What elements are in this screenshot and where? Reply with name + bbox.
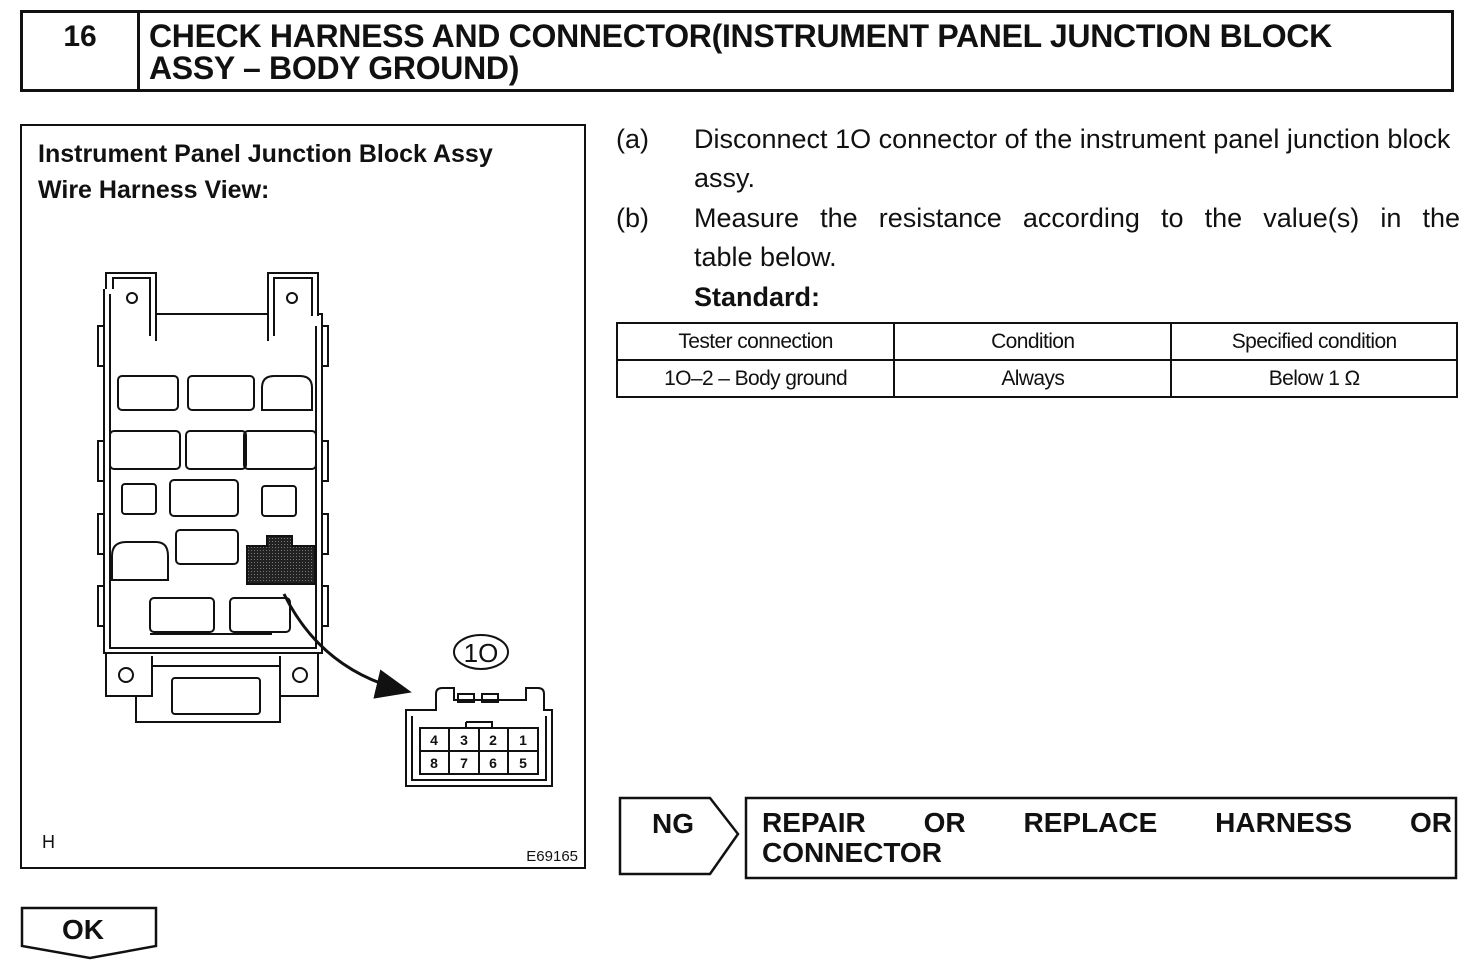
connector-code-bubble [453, 634, 509, 670]
standard-label: Standard: [694, 282, 821, 312]
table-cell: Always [893, 359, 1173, 398]
pin-6: 6 [489, 755, 497, 771]
top-left-tab [105, 272, 157, 341]
block-body-outer [103, 289, 323, 654]
step-title: CHECK HARNESS AND CONNECTOR(INSTRUMENT P… [149, 20, 1439, 84]
pin-4: 4 [430, 732, 438, 748]
table-header-row: Tester connection Condition Specified co… [615, 322, 1458, 361]
connector-1o-location [246, 535, 316, 585]
top-right-tab-hole-icon [286, 292, 298, 304]
step-header: 16 CHECK HARNESS AND CONNECTOR(INSTRUMEN… [20, 10, 1454, 92]
pin-2: 2 [489, 732, 497, 748]
bottom-left-hole-icon [118, 667, 134, 683]
instruction-b-text: Measure the resistance according to the … [694, 199, 1460, 277]
ng-action-line-2: CONNECTOR [762, 837, 942, 868]
instruction-b-line-2: table below. [694, 242, 837, 272]
figure-corner-letter: H [42, 832, 55, 852]
table-header: Condition [893, 322, 1173, 361]
pin-7: 7 [460, 755, 468, 771]
table-row: 1O–2 – Body ground Always Below 1 Ω [615, 359, 1458, 398]
ng-result: NG REPAIR OR REPLACE HARNESS OR CONNECTO… [618, 796, 1458, 880]
arrow-icon [282, 593, 412, 699]
ng-action-line-1: REPAIR OR REPLACE HARNESS OR [762, 807, 1452, 838]
step-number: 16 [23, 13, 140, 89]
pin-3: 3 [460, 732, 468, 748]
ng-label: NG [652, 808, 694, 839]
ok-result: OK [20, 906, 160, 962]
ok-label: OK [62, 914, 104, 945]
top-left-tab-hole-icon [126, 292, 138, 304]
table-cell: 1O–2 – Body ground [615, 359, 896, 398]
instruction-a-text: Disconnect 1O connector of the instrumen… [694, 124, 1451, 193]
bottom-right-hole-icon [292, 667, 308, 683]
ng-frame [618, 796, 1458, 880]
figure-caption-line-2: Wire Harness View: [38, 176, 270, 204]
instruction-b-line-1: Measure the resistance according to the … [694, 203, 1460, 233]
ng-action: REPAIR OR REPLACE HARNESS OR CONNECTOR [762, 808, 1452, 868]
step-title-line-1: CHECK HARNESS AND CONNECTOR(INSTRUMENT P… [149, 18, 1332, 54]
table-header: Tester connection [615, 322, 896, 361]
connector-code-label: 1O [464, 638, 499, 668]
pin-1: 1 [519, 732, 527, 748]
junction-block-diagram: 1O 4 3 2 1 8 7 6 5 [97, 272, 553, 787]
pin-8: 8 [430, 755, 438, 771]
pin-5: 5 [519, 755, 527, 771]
table-cell: Below 1 Ω [1170, 359, 1458, 398]
junction-block-figure: Instrument Panel Junction Block Assy Wir… [20, 124, 586, 869]
instruction-a-label: (a) [616, 124, 649, 154]
table-header: Specified condition [1170, 322, 1458, 361]
step-title-line-2: ASSY – BODY GROUND) [149, 50, 520, 86]
figure-code: E69165 [526, 848, 578, 865]
ok-frame [20, 906, 158, 960]
figure-caption: Instrument Panel Junction Block Assy Wir… [38, 136, 493, 208]
figure-caption-line-1: Instrument Panel Junction Block Assy [38, 140, 493, 168]
connector-face [405, 687, 553, 787]
spec-table: Tester connection Condition Specified co… [615, 322, 1458, 398]
instruction-b-label: (b) [616, 203, 649, 233]
